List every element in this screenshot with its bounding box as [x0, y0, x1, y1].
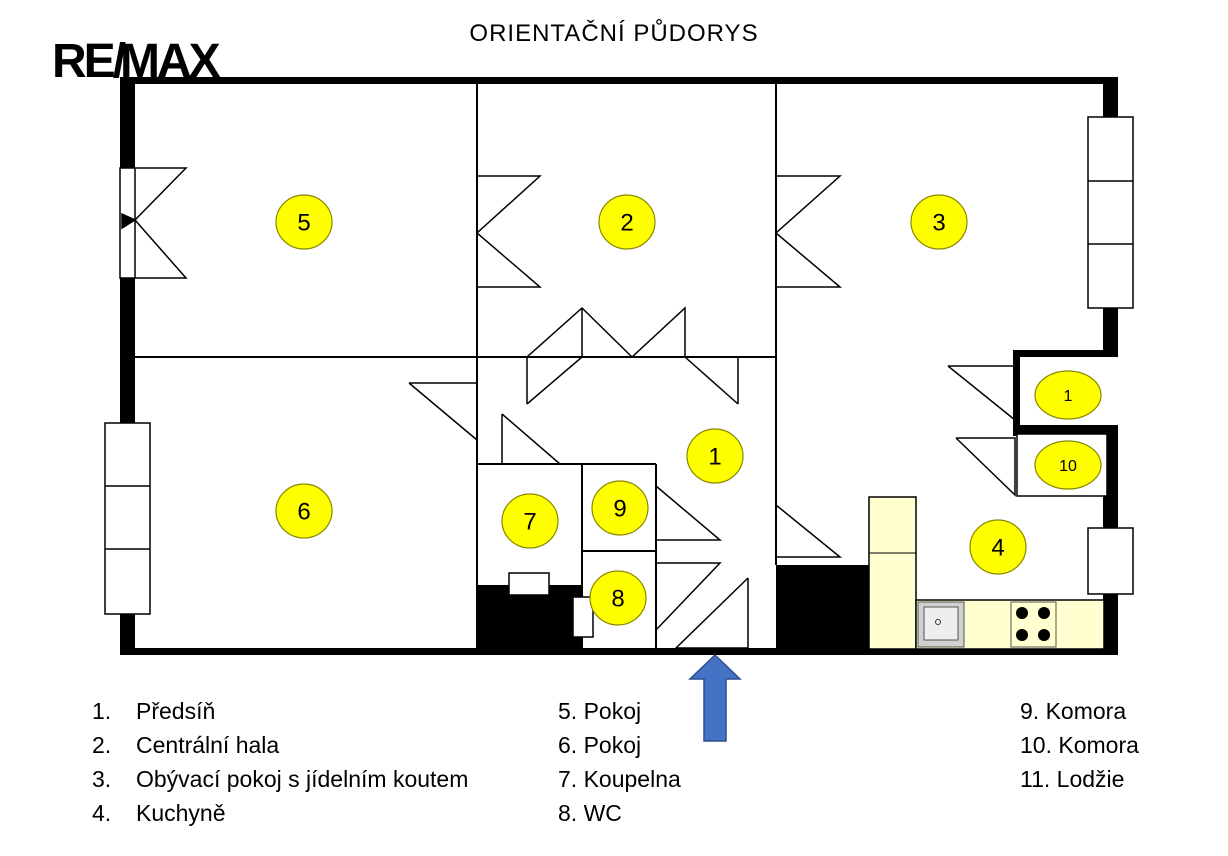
- interior-walls: [135, 84, 777, 650]
- legend-item: 2. Centrální hala: [92, 728, 468, 762]
- room-marker-label: 8: [611, 586, 624, 613]
- legend-item: 7. Koupelna: [558, 762, 681, 796]
- legend-text: Předsíň: [136, 698, 216, 724]
- room-marker-circle: [1034, 440, 1102, 490]
- room-marker-label: 6: [297, 499, 310, 526]
- legend-item: 6. Pokoj: [558, 728, 681, 762]
- room-marker-label: 1: [1064, 388, 1073, 405]
- legend-item: 4. Kuchyně: [92, 796, 468, 830]
- legend-number: 1.: [92, 698, 112, 724]
- legend-number: 5.: [558, 698, 578, 724]
- room-marker-circle: [910, 194, 968, 250]
- legend-number: 9.: [1020, 698, 1040, 724]
- entrance-arrow-icon: [688, 653, 742, 742]
- room-marker-2: 2: [598, 194, 656, 250]
- room-marker-label: 2: [620, 210, 633, 237]
- room-marker-circle: [589, 570, 647, 626]
- shafts: [477, 565, 870, 651]
- room-marker-circle: [969, 519, 1027, 575]
- legend-number: 4.: [92, 800, 112, 826]
- legend-text: Komora: [1051, 732, 1139, 758]
- legend-item: 11. Lodžie: [1020, 762, 1139, 796]
- legend-text: Obývací pokoj s jídelním koutem: [136, 766, 469, 792]
- legend-column-1: 1. Předsíň 2. Centrální hala 3. Obývací pokoj…: [92, 694, 468, 830]
- legend-number: 11.: [1020, 766, 1051, 792]
- room-marker-circle: [501, 493, 559, 549]
- room-marker-7: 7: [501, 493, 559, 549]
- room-marker-4: 4: [969, 519, 1027, 575]
- legend-item: 8. WC: [558, 796, 681, 830]
- room-marker-circle: [275, 483, 333, 539]
- legend-item: 10. Komora: [1020, 728, 1139, 762]
- room-marker-9: 9: [591, 480, 649, 536]
- legend-item: 3. Obývací pokoj s jídelním koutem: [92, 762, 468, 796]
- legend-text: Kuchyně: [136, 800, 226, 826]
- room-marker-6: 6: [275, 483, 333, 539]
- legend-item: 5. Pokoj: [558, 694, 681, 728]
- room-marker-label: 4: [991, 535, 1004, 562]
- balcony-door-room-5: [119, 167, 188, 279]
- legend-text: Lodžie: [1050, 766, 1125, 792]
- legend-number: 2.: [92, 732, 112, 758]
- room-marker-label: 1: [708, 444, 721, 471]
- room-marker-1: 1: [686, 428, 744, 484]
- room-marker-circle: [686, 428, 744, 484]
- legend-number: 10.: [1020, 732, 1052, 758]
- legend-text: Komora: [1039, 698, 1127, 724]
- legend-item: 9. Komora: [1020, 694, 1139, 728]
- legend-text: WC: [577, 800, 622, 826]
- legend-text: Pokoj: [577, 698, 642, 724]
- legend-text: Koupelna: [577, 766, 681, 792]
- room-marker-label: 3: [932, 210, 945, 237]
- room-marker-11: 1: [1034, 370, 1102, 420]
- legend-item: 1. Předsíň: [92, 694, 468, 728]
- room-marker-circle: [591, 480, 649, 536]
- room-markers: 5 2 3 6 1 7 9 8 4 1 10: [275, 194, 1102, 626]
- kitchen-units: [868, 496, 1105, 650]
- room-marker-circle: [598, 194, 656, 250]
- page-title: ORIENTAČNÍ PŮDORYS: [469, 20, 759, 47]
- room-marker-circle: [1034, 370, 1102, 420]
- bathroom-fixtures: [508, 572, 594, 638]
- door-swings: [408, 175, 1016, 649]
- room-marker-label: 10: [1059, 458, 1077, 475]
- legend-number: 7.: [558, 766, 578, 792]
- room-marker-5: 5: [275, 194, 333, 250]
- legend-text: Centrální hala: [136, 732, 280, 758]
- room-marker-label: 9: [613, 496, 626, 523]
- room-marker-circle: [275, 194, 333, 250]
- legend-text: Pokoj: [577, 732, 642, 758]
- room-marker-10: 10: [1034, 440, 1102, 490]
- legend-number: 3.: [92, 766, 112, 792]
- room-marker-label: 7: [523, 509, 536, 536]
- legend-number: 6.: [558, 732, 578, 758]
- legend-number: 8.: [558, 800, 578, 826]
- room-marker-8: 8: [589, 570, 647, 626]
- sink-icon: [917, 601, 965, 648]
- windows: [104, 116, 1134, 615]
- room-marker-label: 5: [297, 210, 310, 237]
- room-marker-3: 3: [910, 194, 968, 250]
- stove-icon: [1010, 601, 1057, 648]
